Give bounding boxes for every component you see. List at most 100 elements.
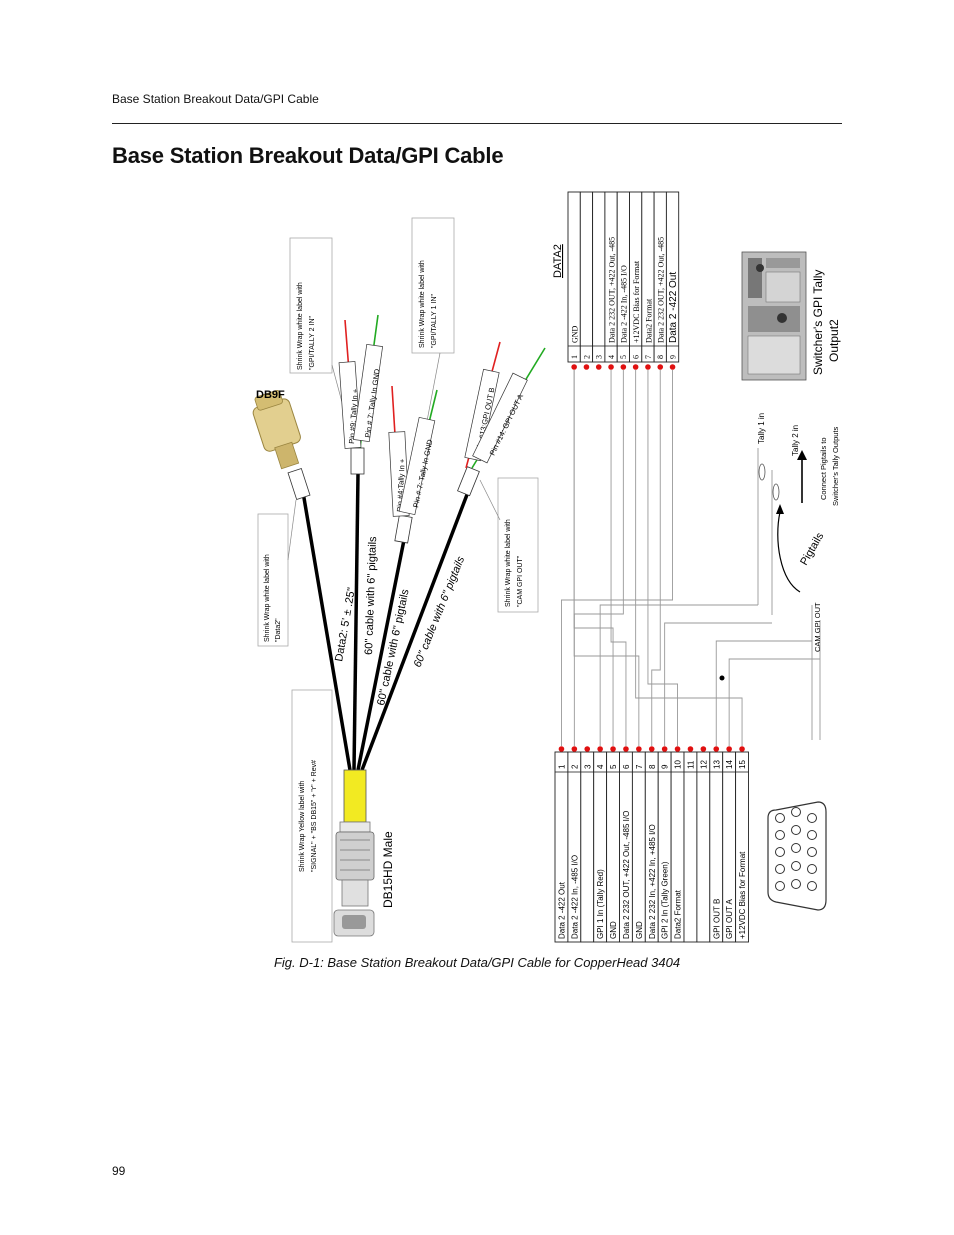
- label-camgpi-line2: "CAM GPI OUT": [517, 555, 524, 607]
- switcher-line2: Output2: [827, 319, 841, 362]
- db9-label: DB9F: [256, 389, 285, 401]
- label-box-gpi1: [411, 217, 455, 354]
- data2-pin-number: 1: [570, 355, 579, 359]
- db15-pin-label: GPI OUT B: [712, 899, 721, 939]
- db15-socket-hole: [807, 847, 817, 857]
- db15-socket-hole: [791, 861, 801, 871]
- db15-pin-label: +12VDC Bias for Format: [738, 851, 747, 939]
- data2-pin-number: 2: [582, 355, 591, 359]
- db15-pin-dot: [713, 746, 720, 752]
- db15-pin-label: Data 2 -422 In, -485 I/O: [570, 855, 579, 939]
- yellow-sleeve: [343, 769, 367, 823]
- db15-pin-cell: [735, 751, 749, 943]
- data2-pin-label: +12VDC Bias for Format: [632, 260, 641, 343]
- db15-pin-number: 2: [570, 764, 579, 769]
- arrow-head: [797, 450, 807, 460]
- db15-pin-number: 6: [622, 764, 631, 769]
- data2-pin-label: Data2 Format: [644, 298, 653, 343]
- db15-label: DB15HD Male: [381, 831, 395, 908]
- db15-pin-dot: [610, 746, 616, 752]
- db15-pin-number: 11: [687, 760, 696, 769]
- label-box-gpi2: [289, 237, 333, 374]
- pigtails-arrow: [777, 511, 801, 593]
- data2-pin-number: 8: [656, 355, 665, 359]
- db15-pin-cell: [696, 751, 711, 943]
- db15-pin-label: Data2 Format: [674, 889, 683, 939]
- data2-pin-number: 7: [644, 355, 653, 359]
- db15-pin-number: 14: [725, 760, 734, 769]
- label-box-data2: [257, 513, 289, 647]
- db15-socket-hole: [807, 813, 817, 823]
- connect-line2: Switcher's Tally Outputs: [831, 427, 840, 506]
- db15-pin-label: GND: [609, 921, 618, 939]
- label-gpi1-line1: Shrink Wrap white label with: [419, 260, 426, 348]
- db15-pin-dot: [584, 746, 591, 752]
- db15-pin-dot: [739, 746, 745, 752]
- data2-pin-dot: [571, 364, 577, 370]
- db15-socket-hole: [791, 825, 801, 835]
- db15-pin-number: 9: [661, 764, 670, 769]
- db15-pin-dot: [700, 746, 707, 752]
- db15-pin-cell: [580, 751, 595, 943]
- db15-pin-cell: [631, 751, 646, 943]
- wiring-diagram: Shrink Wrap white label with "GPI/TALLY …: [252, 191, 841, 943]
- data2-pin-cell: [579, 191, 594, 363]
- cable-tally2: [352, 473, 360, 771]
- db15-pin-number: 15: [738, 760, 747, 769]
- db15-pin-number: 10: [674, 760, 683, 769]
- data2-pin-cell: [665, 191, 680, 363]
- db15-pin-dot: [648, 746, 655, 752]
- page-title: Base Station Breakout Data/GPI Cable: [112, 143, 504, 168]
- db15-pin-dot: [661, 746, 668, 752]
- db15-socket-hole: [791, 807, 801, 817]
- data2-pin-dot: [608, 364, 614, 370]
- db15-pin-number: 1: [558, 764, 567, 769]
- data2-pin-dot: [595, 364, 602, 370]
- db15-pin-cell: [606, 751, 620, 943]
- figure-caption: Fig. D-1: Base Station Breakout Data/GPI…: [273, 955, 681, 970]
- db15-socket-hole: [807, 881, 817, 891]
- data2-pin-label: Data 2 232 OUT, +422 Out, -485: [657, 237, 666, 343]
- label-gpi1-line2: "GPI/TALLY 1 IN": [431, 293, 438, 348]
- cable-data2: [301, 491, 352, 771]
- db15-socket-hole: [775, 813, 785, 823]
- data2-pin-number: 5: [619, 355, 628, 359]
- label-gpi2-line2: "GPI/TALLY 2 IN": [309, 315, 316, 370]
- db15-socket-hole: [791, 879, 801, 889]
- pin4-label: Pin #4:Tally In +: [395, 458, 407, 512]
- switcher-image: [741, 251, 807, 381]
- db15-pin-cell: [683, 751, 698, 943]
- cable-tally1: [356, 539, 406, 771]
- db15-socket-hole: [791, 843, 801, 853]
- data2-pin-label: Data 2 -422 Out: [668, 272, 679, 343]
- tally1-label: Tally 1 in: [757, 413, 766, 444]
- db15-pin-number: 4: [596, 764, 605, 769]
- cam-gpi-out-label: CAM GPI OUT: [813, 602, 822, 652]
- db15-pin-number: 8: [648, 764, 657, 769]
- db15-pin-label: Data 2 232 In, +422 In, +485 I/O: [648, 824, 657, 939]
- label-box-yellow: [291, 689, 333, 943]
- data2-pin-dot: [657, 364, 664, 370]
- page-number: 99: [112, 1164, 126, 1178]
- db15-socket-hole: [775, 864, 785, 874]
- db15-pin-dot: [571, 746, 578, 752]
- data2-pin-number: 9: [668, 355, 677, 359]
- db15-pin-dot: [687, 746, 694, 752]
- db15-pin-dot: [674, 746, 681, 752]
- data2-pin-dot: [632, 364, 639, 370]
- db15-pin-dot: [623, 746, 629, 752]
- db15-pin-label: GPI OUT A: [725, 898, 734, 939]
- data2-pin-cell: [592, 191, 606, 363]
- db15-pin-label: GND: [635, 921, 644, 939]
- db15-pin-label: Data 2 -422 Out: [558, 881, 567, 939]
- db15-pin-number: 7: [635, 764, 644, 769]
- db15-socket-hole: [807, 830, 817, 840]
- db15-pin-number: 12: [699, 760, 708, 769]
- label-data2-line2: "Data2": [275, 618, 282, 642]
- data2-pin-dot: [645, 364, 651, 370]
- data2-pin-label: GND: [571, 325, 580, 343]
- db15-pin-number: 13: [712, 760, 721, 769]
- db15-connector: [333, 821, 375, 937]
